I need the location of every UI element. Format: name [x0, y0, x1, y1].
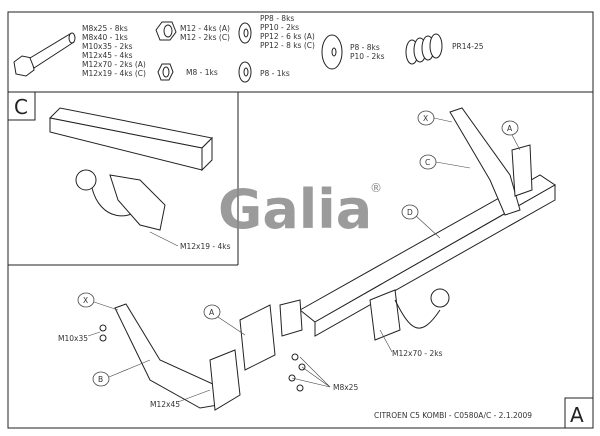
- view-label-box: [564, 397, 594, 429]
- bolt-item: M12x70 - 2ks (A): [82, 60, 146, 69]
- callout-c-right: C: [419, 154, 471, 170]
- nut-m12-item: M12 - 4ks (A): [180, 24, 230, 33]
- washer-pp-list: PP8 - 8ks PP10 - 2ks PP12 - 6 ks (A) PP1…: [260, 14, 315, 50]
- washer-pp-item: PP12 - 8 ks (C): [260, 41, 315, 50]
- bolt-item: M12x45 - 4ks: [82, 51, 133, 60]
- callout-x-right: X: [417, 110, 453, 126]
- callout-a-left: A: [203, 304, 246, 336]
- right-bracket: [449, 107, 533, 216]
- washer-pp-item: PP8 - 8ks: [260, 14, 294, 23]
- callout-m12x70: M12x70 - 2ks: [392, 349, 443, 358]
- callout-text: D: [407, 208, 413, 217]
- washer-p-item: P8 - 8ks: [350, 43, 380, 52]
- bolt-group: [99, 324, 306, 392]
- logo-registered-mark: ®: [370, 181, 382, 195]
- washer-pp-item: PP12 - 6 ks (A): [260, 32, 315, 41]
- bolt-item: M8x25 - 8ks: [82, 24, 128, 33]
- callout-text: X: [423, 114, 428, 123]
- lock-nut-m8-icon: [157, 63, 174, 81]
- bolt-item: M12x19 - 4ks (C): [82, 69, 146, 78]
- washer-p8-icon: [238, 61, 252, 83]
- galia-logo: Galia ®: [218, 178, 382, 241]
- callout-d-bar: D: [401, 204, 441, 239]
- bolt-list: M8x25 - 8ks M8x40 - 1ks M10x35 - 2ks M12…: [82, 24, 146, 78]
- large-washer-icon: [321, 34, 343, 70]
- ball-hitch: [369, 288, 450, 341]
- bolt-item: M8x40 - 1ks: [82, 33, 128, 42]
- callout-m10x35: M10x35: [58, 334, 88, 343]
- callout-m8x25: M8x25: [333, 383, 358, 392]
- spring-item: PR14-25: [452, 42, 484, 51]
- callout-a-right: A: [501, 120, 521, 151]
- callout-text: X: [83, 296, 88, 305]
- washer-p8-item: P8 - 1ks: [260, 69, 290, 78]
- callout-x-left: X: [77, 292, 119, 311]
- left-mount-plate-a: [209, 299, 303, 411]
- left-bracket-b: [114, 303, 219, 409]
- callout-text: A: [209, 308, 215, 317]
- nut-m12-item: M12 - 2ks (C): [180, 33, 230, 42]
- callout-m12x45: M12x45: [150, 400, 180, 409]
- callout-text: C: [425, 158, 430, 167]
- detail-c-panel: C M12x19 - 4ks: [7, 91, 239, 266]
- washer-pp-item: PP10 - 2ks: [260, 23, 299, 32]
- callout-text: A: [507, 124, 513, 133]
- callout-text: B: [98, 375, 103, 384]
- bolt-item: M10x35 - 2ks: [82, 42, 133, 51]
- detail-c-bolt-callout: M12x19 - 4ks: [180, 242, 231, 251]
- hex-nut-m12-icon: [155, 21, 177, 41]
- washer-pp-icon: [238, 22, 252, 44]
- washer-p-item: P10 - 2ks: [350, 52, 385, 61]
- view-label: A: [570, 403, 584, 427]
- drawing-border: [7, 11, 594, 429]
- bolt-icon: [13, 32, 76, 77]
- spring-icon: [405, 33, 443, 65]
- logo-text: Galia: [218, 178, 372, 241]
- nut-m8-item: M8 - 1ks: [186, 68, 218, 77]
- detail-c-label: C: [14, 95, 28, 119]
- callout-b-left: B: [92, 359, 151, 387]
- title-block-text: CITROEN C5 KOMBI - C0580A/C - 2.1.2009: [374, 411, 532, 420]
